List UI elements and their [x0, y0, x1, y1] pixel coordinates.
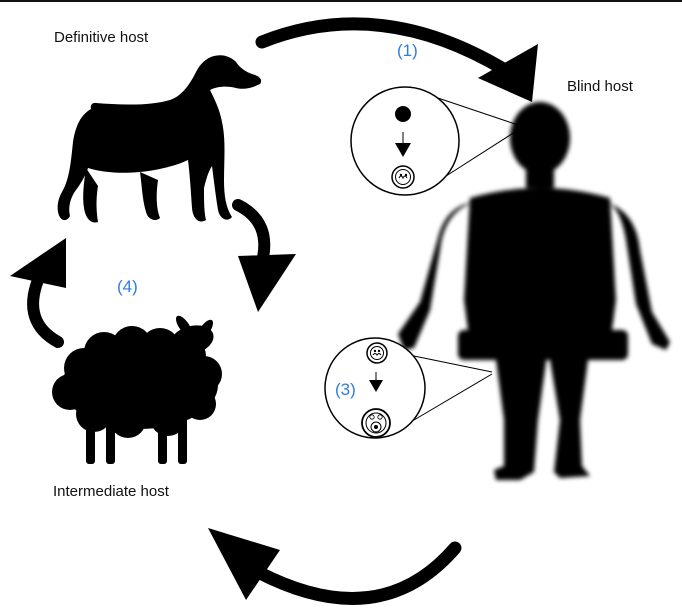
- label-intermediate-host: Intermediate host: [53, 483, 169, 500]
- label-blind-host: Blind host: [567, 78, 633, 95]
- egg-stage-dot: [395, 106, 411, 122]
- arrow-bottom: [208, 528, 462, 605]
- step-4-label: (4): [117, 277, 138, 296]
- zoom-lines-lower: [413, 355, 493, 421]
- step-3-label: (3): [335, 380, 356, 399]
- arrow-sheep-to-dog: [10, 238, 66, 348]
- label-definitive-host: Definitive host: [54, 29, 149, 46]
- human-silhouette: [398, 102, 670, 480]
- sheep-silhouette: [52, 315, 222, 464]
- step-1-label: (1): [397, 41, 418, 60]
- arrow-top: [255, 17, 538, 102]
- dog-silhouette: [57, 55, 262, 223]
- arrow-dog-to-sheep: [232, 199, 296, 312]
- top-border-line: [0, 0, 682, 2]
- inset-circle-upper: [350, 86, 460, 196]
- inset-circle-lower: [324, 337, 426, 439]
